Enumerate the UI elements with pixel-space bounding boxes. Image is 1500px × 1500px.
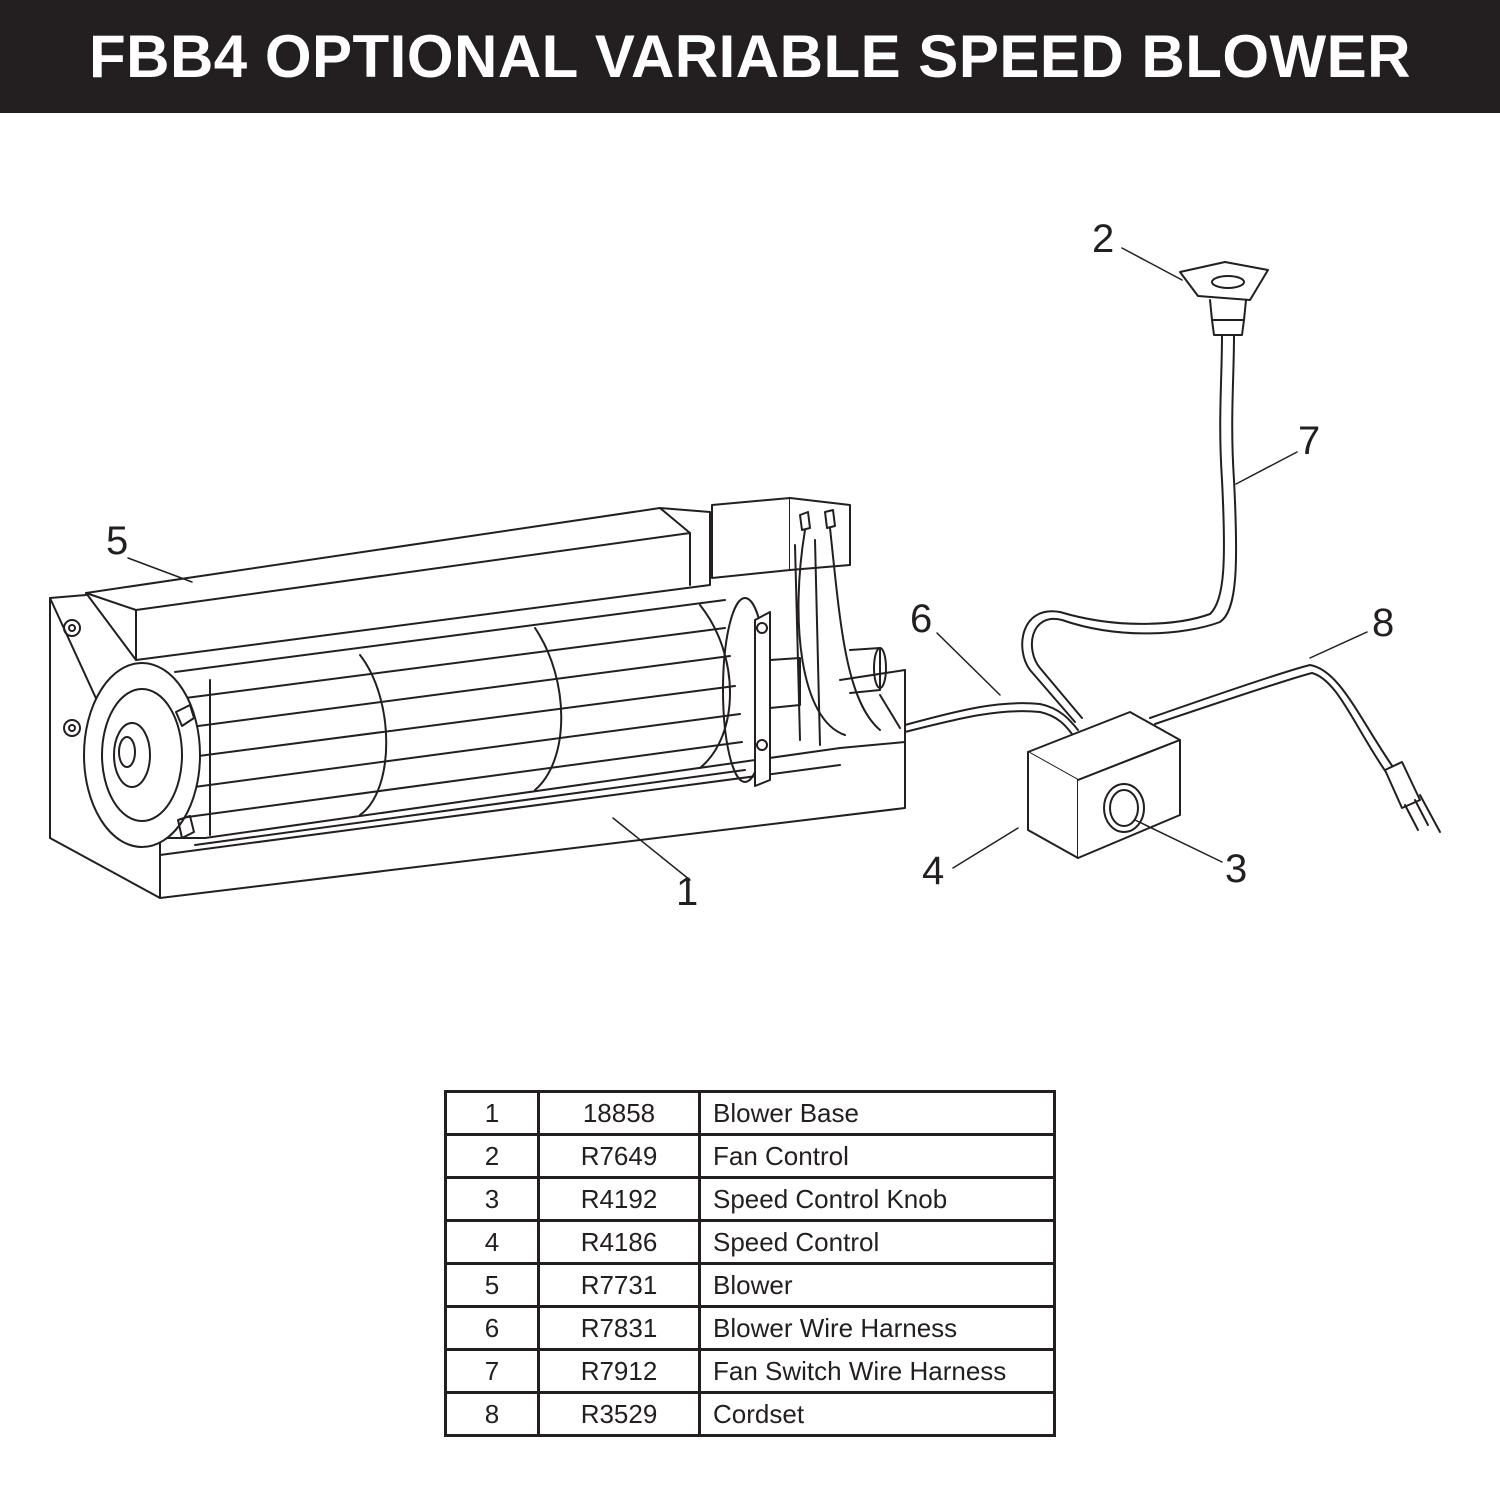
blower-wire-harness	[904, 702, 1079, 735]
item-number: 1	[444, 1090, 540, 1136]
callout-2: 2	[1092, 217, 1114, 261]
part-number: R7912	[537, 1348, 701, 1394]
motor-end-cap	[83, 662, 201, 848]
table-row: 4 R4186 Speed Control	[444, 1219, 1056, 1265]
blower-wheel	[167, 597, 768, 846]
part-number: 18858	[537, 1090, 701, 1136]
part-number: R7831	[537, 1305, 701, 1351]
part-description: Blower Base	[698, 1090, 1056, 1136]
exploded-diagram: 1 2 3 4 5 6 7 8	[49, 217, 1441, 914]
item-number: 8	[444, 1391, 540, 1437]
leader-lines	[127, 247, 1368, 881]
table-row: 8 R3529 Cordset	[444, 1391, 1056, 1437]
fan-control	[1179, 261, 1269, 336]
item-number: 6	[444, 1305, 540, 1351]
part-description: Blower Wire Harness	[698, 1305, 1056, 1351]
page-title: FBB4 OPTIONAL VARIABLE SPEED BLOWER	[88, 23, 1412, 90]
callout-1: 1	[676, 870, 698, 914]
callout-5: 5	[106, 519, 128, 563]
table-row: 2 R7649 Fan Control	[444, 1133, 1056, 1179]
speed-control-box	[1027, 711, 1181, 859]
part-description: Cordset	[698, 1391, 1056, 1437]
callout-6: 6	[910, 597, 932, 641]
table-row: 5 R7731 Blower	[444, 1262, 1056, 1308]
part-description: Speed Control	[698, 1219, 1056, 1265]
fan-switch-wire-harness	[1021, 334, 1238, 723]
item-number: 4	[444, 1219, 540, 1265]
item-number: 7	[444, 1348, 540, 1394]
part-number: R4192	[537, 1176, 701, 1222]
callout-4: 4	[922, 849, 944, 893]
motor-bracket	[711, 497, 901, 787]
part-description: Fan Control	[698, 1133, 1056, 1179]
part-number: R7649	[537, 1133, 701, 1179]
part-number: R3529	[537, 1391, 701, 1437]
table-row: 1 18858 Blower Base	[444, 1090, 1056, 1136]
callout-3: 3	[1225, 847, 1247, 891]
callout-8: 8	[1372, 601, 1394, 645]
table-row: 6 R7831 Blower Wire Harness	[444, 1305, 1056, 1351]
part-number: R4186	[537, 1219, 701, 1265]
part-description: Fan Switch Wire Harness	[698, 1348, 1056, 1394]
header-bar: FBB4 OPTIONAL VARIABLE SPEED BLOWER	[0, 0, 1500, 113]
callout-7: 7	[1298, 419, 1320, 463]
part-description: Blower	[698, 1262, 1056, 1308]
speed-control-knob	[1103, 783, 1145, 833]
cordset	[1149, 664, 1441, 833]
table-row: 7 R7912 Fan Switch Wire Harness	[444, 1348, 1056, 1394]
part-description: Speed Control Knob	[698, 1176, 1056, 1222]
item-number: 3	[444, 1176, 540, 1222]
parts-table: 1 18858 Blower Base 2 R7649 Fan Control …	[444, 1090, 1056, 1437]
part-number: R7731	[537, 1262, 701, 1308]
item-number: 5	[444, 1262, 540, 1308]
blower-housing	[85, 507, 711, 661]
item-number: 2	[444, 1133, 540, 1179]
table-row: 3 R4192 Speed Control Knob	[444, 1176, 1056, 1222]
